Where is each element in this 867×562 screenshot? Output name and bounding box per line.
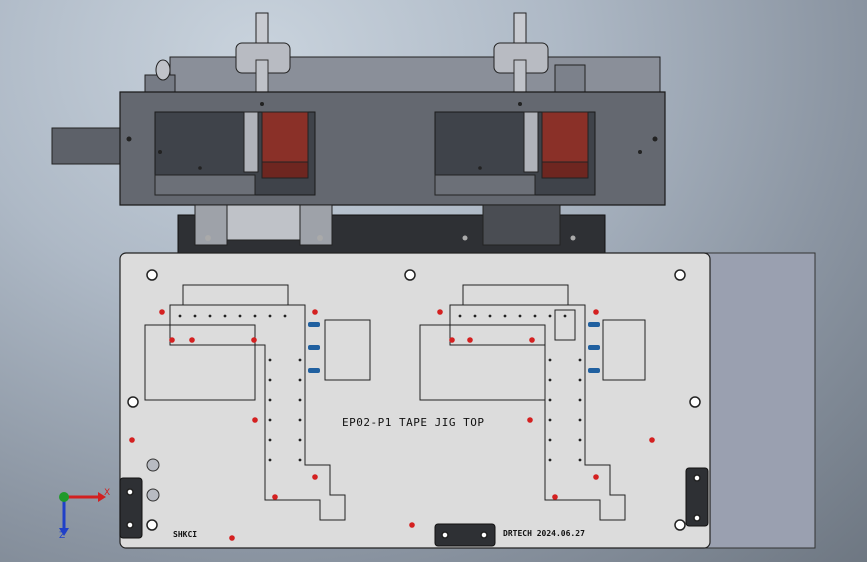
triad-z-label: Z [59, 531, 66, 541]
clamp-right [685, 467, 709, 527]
engraving-right: DRTECH 2024.06.27 [503, 529, 585, 538]
copper-block-right [541, 111, 589, 163]
left-rod [51, 127, 125, 165]
clamp-left [119, 477, 143, 539]
engraving-left: SHKCI [173, 530, 198, 539]
copper-block-left [261, 111, 309, 163]
part-name-label: EP02-P1 TAPE JIG TOP [342, 416, 485, 429]
main-plate [119, 252, 711, 549]
jig-pattern-right [419, 284, 646, 521]
side-block [704, 252, 816, 549]
clamp-bottom [434, 523, 496, 547]
triad-x-label: X [104, 488, 111, 498]
triad-icon [59, 492, 106, 536]
jig-pattern-left [144, 284, 371, 521]
